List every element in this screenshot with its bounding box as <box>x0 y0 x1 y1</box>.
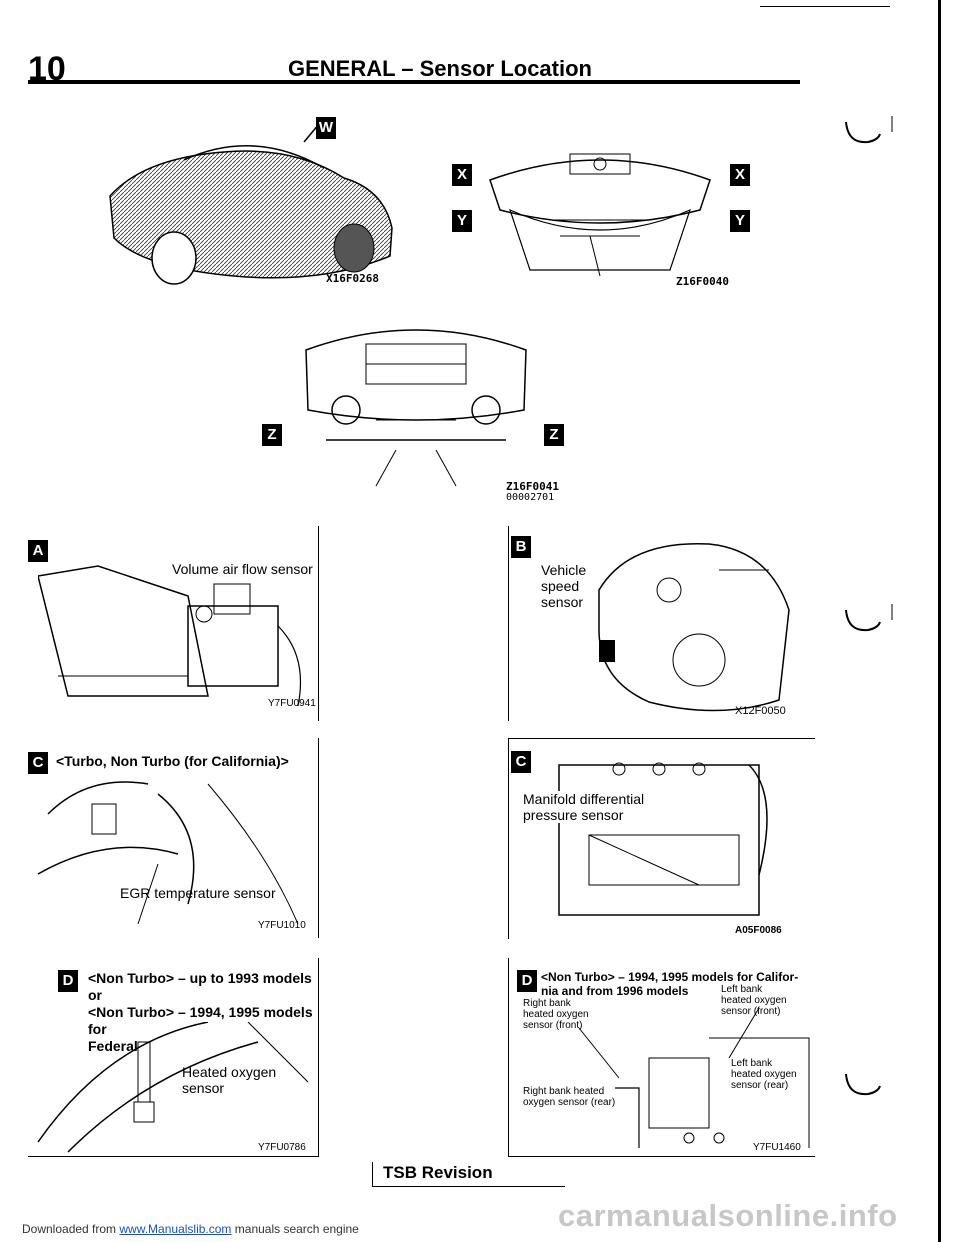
watermark: carmanualsonline.info <box>558 1198 898 1233</box>
right-margin-rule <box>938 0 941 1242</box>
panel-letter: D <box>517 970 537 992</box>
figure-code: A05F0086 <box>735 925 782 936</box>
panel-letter: A <box>28 540 48 562</box>
figure-code: Z16F0041 <box>506 480 559 493</box>
panel-heading: <Turbo, Non Turbo (for California)> <box>56 753 289 769</box>
manualslib-link[interactable]: www.Manualslib.com <box>119 1222 232 1236</box>
figure-code: Z16F0040 <box>676 275 729 288</box>
panel-d-right: D <Non Turbo> – 1994, 1995 models for Ca… <box>508 958 815 1157</box>
panel-a: A Volume air flow sensor Y7FU0941 <box>28 526 319 721</box>
label-left-bank-front-sensor: Left bank heated oxygen sensor (front) <box>721 984 787 1017</box>
rear-underside-illustration <box>305 329 527 487</box>
panel-c-right: C Manifold differential pressure sensor … <box>508 738 815 939</box>
transmission-illustration <box>598 542 790 712</box>
egr-sensor-illustration <box>37 781 299 925</box>
panel-letter: D <box>58 970 78 992</box>
panel-heading: <Non Turbo> – 1994, 1995 models for Cali… <box>541 970 799 998</box>
front-underside-illustration <box>489 153 711 277</box>
marker-y-left: Y <box>452 210 472 232</box>
air-flow-sensor-illustration <box>38 565 301 707</box>
label-right-bank-rear-sensor: Right bank heated oxygen sensor (rear) <box>523 1086 616 1108</box>
panel-letter: C <box>511 751 531 773</box>
figure-code: Y7FU0786 <box>258 1142 306 1153</box>
marker-x-left: X <box>452 164 472 186</box>
download-footer: Downloaded from www.Manualslib.com manua… <box>22 1222 359 1236</box>
oxygen-sensors-bank-illustration <box>539 1007 810 1148</box>
engine-manifold-illustration <box>558 762 768 916</box>
marker-z-right: Z <box>544 424 564 446</box>
figure-code: Y7FU1460 <box>753 1142 801 1153</box>
label-heated-oxygen-sensor: Heated oxygen sensor <box>182 1064 277 1096</box>
label-right-bank-front-sensor: Right bank heated oxygen sensor (front) <box>523 998 589 1031</box>
label-manifold-differential-pressure-sensor: Manifold differential pressure sensor <box>523 791 645 823</box>
panel-d-left: D <Non Turbo> – up to 1993 models or <No… <box>28 958 319 1157</box>
panel-heading: <Non Turbo> – up to 1993 models or <Non … <box>88 970 313 1054</box>
figure-sub-code: 00002701 <box>506 492 555 503</box>
figure-code: X12F0050 <box>735 705 786 717</box>
car-overview-illustration <box>109 117 393 285</box>
panel-letter: C <box>28 752 48 774</box>
figure-code: X16F0268 <box>326 272 379 285</box>
label-left-bank-rear-sensor: Left bank heated oxygen sensor (rear) <box>731 1058 797 1091</box>
marker-x-right: X <box>730 164 750 186</box>
heated-oxygen-sensor-illustration <box>37 1022 309 1153</box>
panel-b: B Vehicle speed sensor X12F0050 <box>508 526 815 721</box>
label-egr-temperature-sensor: EGR temperature sensor <box>120 885 276 901</box>
label-volume-air-flow-sensor: Volume air flow sensor <box>172 561 313 577</box>
figure-code: Y7FU0941 <box>268 698 316 709</box>
label-vehicle-speed-sensor: Vehicle speed sensor <box>541 562 587 610</box>
binder-hook-icon <box>845 604 893 632</box>
marker-w: W <box>316 117 336 139</box>
binder-hook-icon <box>845 116 893 144</box>
panel-letter: B <box>511 536 531 558</box>
page-title: GENERAL – Sensor Location <box>288 56 592 81</box>
top-rule <box>760 6 890 7</box>
binder-hook-icon <box>845 1073 881 1096</box>
tsb-revision-box: TSB Revision <box>372 1162 565 1187</box>
figure-code: Y7FU1010 <box>258 920 306 931</box>
marker-y-right: Y <box>730 210 750 232</box>
marker-z-left: Z <box>262 424 282 446</box>
panel-c-left: C <Turbo, Non Turbo (for California)> EG… <box>28 738 319 938</box>
title-rule <box>28 80 800 84</box>
